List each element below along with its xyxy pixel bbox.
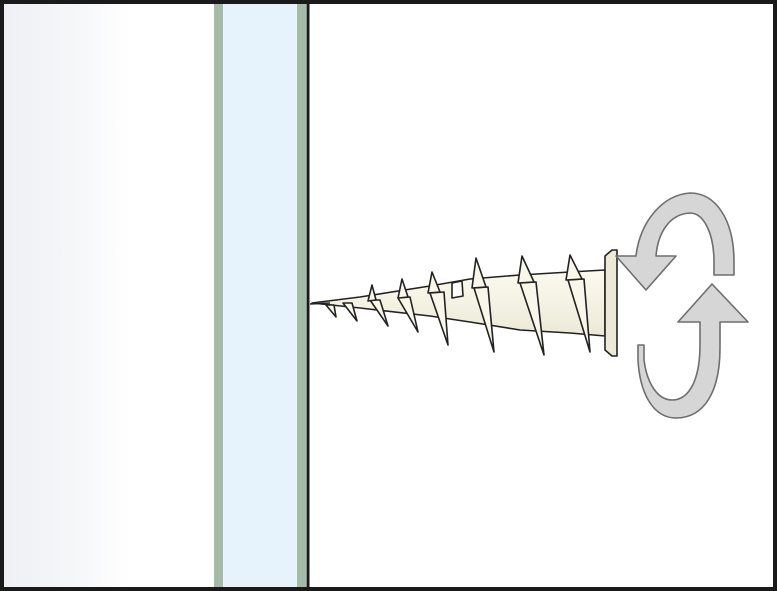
board-cavity (223, 4, 297, 587)
rotate-clockwise-icon (615, 192, 749, 419)
thread-upper-5 (517, 255, 535, 284)
thread-upper-6 (565, 254, 583, 281)
thread-upper-1 (367, 284, 377, 302)
left-wall-panel (4, 4, 215, 587)
thread-upper-4 (471, 257, 487, 289)
thread-lower-2 (342, 302, 358, 322)
anchor-head (604, 249, 618, 357)
anchor-tip (309, 302, 331, 305)
thread-lower-1 (325, 304, 337, 318)
thread-upper-3 (427, 271, 441, 294)
wall-anchor-icon (309, 249, 618, 357)
rotate-arrow-lower (637, 283, 749, 419)
board-edge-right (297, 4, 306, 587)
rotate-arrow-upper (615, 192, 735, 291)
board-edge-left (214, 4, 223, 587)
thread-upper-2 (397, 278, 409, 299)
anchor-slot (451, 280, 464, 299)
anchor-threads-upper (367, 254, 583, 302)
